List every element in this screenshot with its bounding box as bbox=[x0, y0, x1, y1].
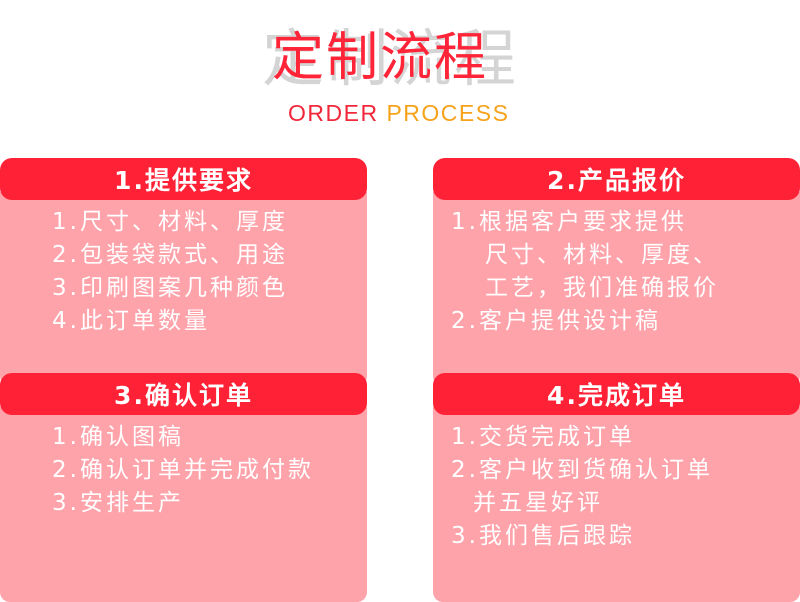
step-line: 1.确认图稿 bbox=[52, 424, 184, 450]
step-line: 3.我们售后跟踪 bbox=[451, 523, 635, 549]
step-line: 2.客户收到货确认订单 bbox=[451, 457, 713, 483]
title-shadow: 定制流程 bbox=[262, 22, 519, 95]
page-subtitle: ORDER PROCESS bbox=[288, 102, 509, 125]
subtitle-order: ORDER bbox=[288, 100, 387, 126]
step-title: 4.完成订单 bbox=[433, 373, 800, 415]
step-line: 1.根据客户要求提供 bbox=[451, 209, 687, 235]
step-line: 2.包装袋款式、用途 bbox=[52, 242, 288, 268]
step-line: 3.印刷图案几种颜色 bbox=[52, 275, 288, 301]
step-line: 2.确认订单并完成付款 bbox=[52, 457, 314, 483]
step-body: 1.根据客户要求提供 尺寸、材料、厚度、 工艺，我们准确报价 2.客户提供设计稿 bbox=[433, 192, 800, 386]
step-line: 3.安排生产 bbox=[52, 490, 184, 516]
step-card-1: 1.提供要求 1.尺寸、材料、厚度 2.包装袋款式、用途 3.印刷图案几种颜色 … bbox=[0, 158, 367, 386]
step-body: 1.交货完成订单 2.客户收到货确认订单 并五星好评 3.我们售后跟踪 bbox=[433, 407, 800, 602]
step-line: 2.客户提供设计稿 bbox=[451, 308, 661, 334]
step-title: 1.提供要求 bbox=[0, 158, 367, 200]
step-line: 4.此订单数量 bbox=[52, 308, 210, 334]
step-line: 工艺，我们准确报价 bbox=[485, 275, 719, 301]
page-title: 定制流程 bbox=[272, 28, 489, 88]
step-title: 3.确认订单 bbox=[0, 373, 367, 415]
subtitle-process: PROCESS bbox=[386, 100, 510, 126]
step-body: 1.确认图稿 2.确认订单并完成付款 3.安排生产 bbox=[0, 407, 367, 602]
step-card-2: 2.产品报价 1.根据客户要求提供 尺寸、材料、厚度、 工艺，我们准确报价 2.… bbox=[433, 158, 800, 386]
step-line: 并五星好评 bbox=[473, 490, 603, 516]
step-line: 1.尺寸、材料、厚度 bbox=[52, 209, 288, 235]
step-title: 2.产品报价 bbox=[433, 158, 800, 200]
step-body: 1.尺寸、材料、厚度 2.包装袋款式、用途 3.印刷图案几种颜色 4.此订单数量 bbox=[0, 192, 367, 386]
step-line: 1.交货完成订单 bbox=[451, 424, 635, 450]
step-card-3: 3.确认订单 1.确认图稿 2.确认订单并完成付款 3.安排生产 bbox=[0, 373, 367, 602]
step-line: 尺寸、材料、厚度、 bbox=[485, 242, 719, 268]
step-card-4: 4.完成订单 1.交货完成订单 2.客户收到货确认订单 并五星好评 3.我们售后… bbox=[433, 373, 800, 602]
page-header: 定制流程 定制流程 ORDER PROCESS bbox=[0, 20, 800, 130]
